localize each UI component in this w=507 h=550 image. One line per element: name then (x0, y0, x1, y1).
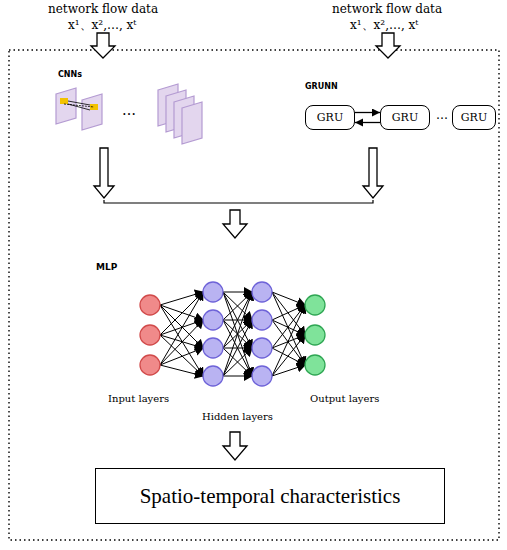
ellipsis: … (122, 102, 136, 118)
module-label: CNNs (58, 70, 82, 79)
neuron (252, 366, 272, 386)
neuron (305, 355, 325, 375)
hollow-arrows (91, 33, 400, 460)
mlp-link (160, 320, 203, 335)
mlp-link (223, 348, 252, 376)
layer-label: Output layers (310, 393, 379, 404)
node-text: GRU (317, 111, 343, 124)
gru-cell: GRU (380, 105, 430, 130)
neuron (305, 295, 325, 315)
connector-arrow (355, 112, 380, 113)
dotted-frame (9, 50, 499, 540)
input-caption: network flow data (332, 2, 442, 16)
neuron (140, 295, 160, 315)
mlp-link (160, 348, 203, 365)
mlp-link (160, 305, 203, 320)
mlp-link (223, 292, 252, 348)
kernel (60, 98, 98, 110)
neuron (252, 338, 272, 358)
sequence-label: x¹、x²,…, xᵗ (350, 17, 418, 34)
feature-maps (56, 84, 202, 144)
module-label: GRUNN (305, 82, 338, 91)
mlp-link (160, 305, 203, 376)
mlp-network (140, 282, 325, 386)
mlp-link (223, 292, 252, 293)
mlp-link (160, 320, 203, 365)
mlp-link (272, 305, 305, 376)
neuron (252, 310, 272, 330)
mlp-link (223, 292, 252, 376)
mlp-link (160, 335, 203, 376)
merge-line (104, 200, 373, 203)
layer-label: Hidden layers (202, 411, 273, 422)
mlp-link (272, 348, 305, 365)
mlp-link (223, 292, 252, 348)
neuron (203, 338, 223, 358)
input-caption: network flow data (48, 2, 158, 16)
neuron (203, 282, 223, 302)
sequence-label: x¹、x²,…, xᵗ (68, 17, 136, 34)
mlp-link (223, 320, 252, 376)
mlp-link (272, 305, 305, 320)
mlp-link (160, 365, 203, 376)
neuron (203, 310, 223, 330)
gru-cell: GRU (305, 105, 355, 130)
mlp-link (272, 292, 305, 365)
gru-cell: GRU (452, 105, 496, 130)
mlp-link (272, 335, 305, 376)
mlp-link (223, 376, 252, 377)
neuron (140, 325, 160, 345)
node-text: Spatio-temporal characteristics (140, 484, 401, 509)
module-label: MLP (96, 262, 117, 272)
mlp-link (223, 320, 252, 376)
neuron (305, 325, 325, 345)
output-box: Spatio-temporal characteristics (95, 468, 445, 524)
neuron (252, 282, 272, 302)
layer-label: Input layers (108, 393, 169, 404)
mlp-link (223, 292, 252, 376)
node-text: GRU (461, 111, 487, 124)
neuron (140, 355, 160, 375)
connector-arrow (355, 122, 380, 123)
mlp-link (272, 365, 305, 376)
node-text: GRU (392, 111, 418, 124)
mlp-link (160, 292, 203, 365)
neuron (203, 366, 223, 386)
ellipsis: … (436, 108, 448, 122)
